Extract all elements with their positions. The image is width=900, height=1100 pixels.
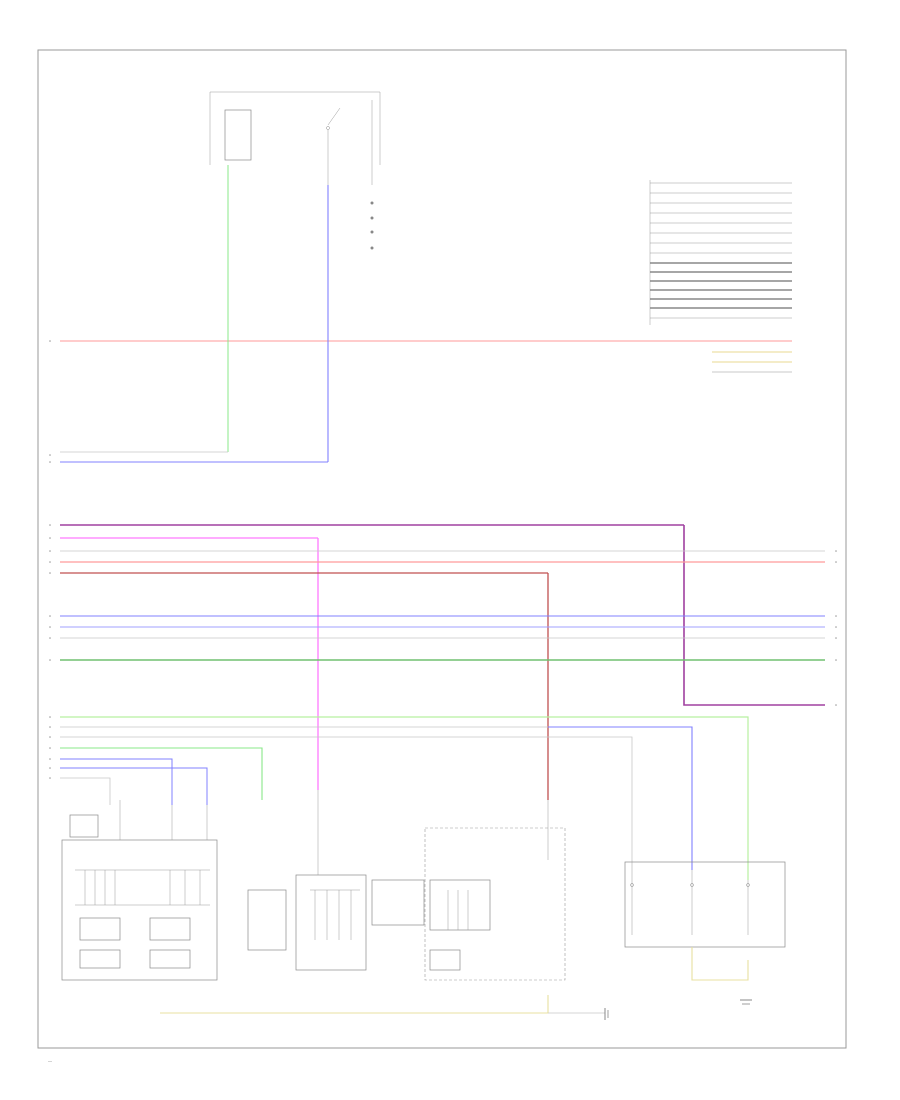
wire-blue-lower-1 (60, 758, 173, 805)
emergency-flasher-switch (209, 91, 381, 250)
wire-grey-lower-3 (60, 777, 111, 805)
component-right-switch-assembly (624, 860, 786, 948)
ground-symbol-center-icon (604, 1008, 609, 1020)
wire-yellow-ground-left (160, 995, 549, 1014)
diagram-frame (37, 49, 847, 1049)
wire-green-lower (60, 747, 263, 800)
wire-lightgreen-lower (60, 716, 749, 880)
component-middle-module (247, 790, 425, 971)
wire-purple-route (683, 525, 825, 706)
component-center-right-module (424, 800, 566, 981)
ground-symbol-right-icon (740, 999, 752, 1005)
wire-blue-lower-route (548, 726, 693, 870)
right-pin-markers (835, 550, 837, 706)
page-code: — (48, 1058, 52, 1063)
left-pin-markers (49, 340, 51, 779)
connector-block-top-right (649, 180, 792, 325)
component-left-assembly (61, 800, 218, 981)
wire-blue-lower-2 (60, 767, 208, 805)
wire-grey-lower-2 (60, 736, 633, 860)
wire-yellow-ground-right (691, 947, 749, 981)
